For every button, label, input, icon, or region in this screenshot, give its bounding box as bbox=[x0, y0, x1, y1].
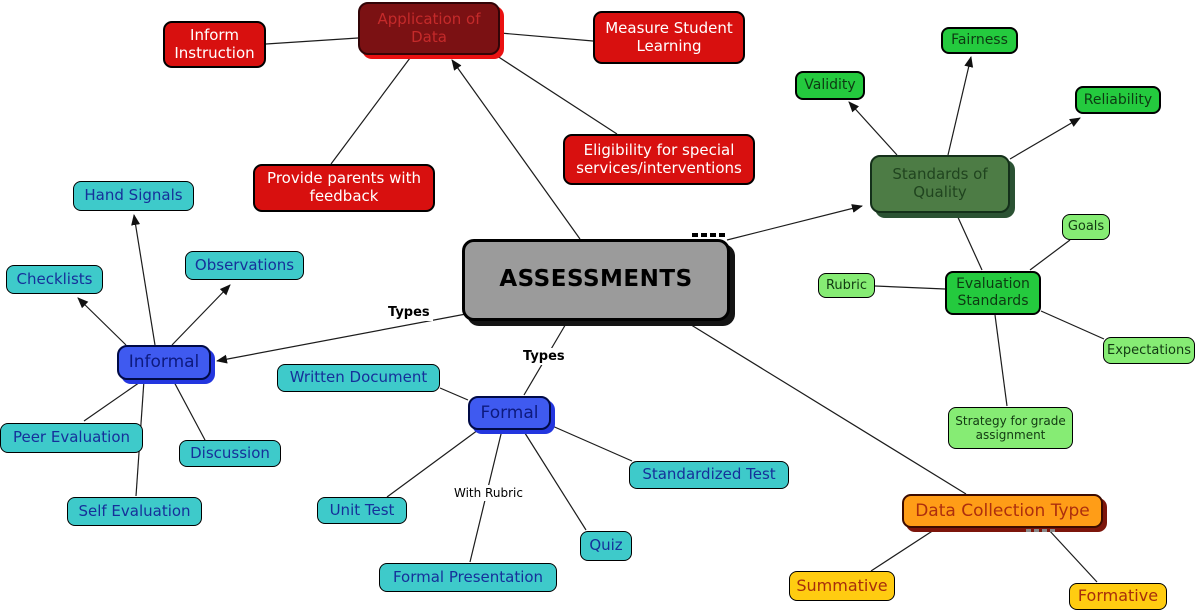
edge-informal-peer bbox=[83, 379, 144, 422]
node-written-document[interactable]: Written Document bbox=[277, 364, 440, 392]
edge-standards-validity bbox=[848, 101, 898, 156]
edge-application-inform bbox=[265, 37, 359, 45]
node-assessments[interactable]: ASSESSMENTS bbox=[462, 239, 730, 321]
edge-informal-observations bbox=[171, 284, 231, 346]
node-standards-of-quality[interactable]: Standards of Quality bbox=[870, 155, 1010, 213]
edge-standards-evaluation bbox=[955, 212, 983, 271]
node-expectations[interactable]: Expectations bbox=[1103, 337, 1195, 364]
node-formal[interactable]: Formal bbox=[468, 396, 551, 430]
edge-formal-quiz bbox=[522, 429, 587, 531]
node-provide-parents-feedback[interactable]: Provide parents with feedback bbox=[253, 164, 435, 212]
edge-standards-reliability bbox=[1009, 117, 1081, 160]
edge-evaluation-goals bbox=[1029, 239, 1071, 271]
edge-label-types-informal: Types bbox=[385, 304, 433, 321]
edge-informal-handsignals bbox=[131, 214, 156, 346]
node-inform-instruction[interactable]: Inform Instruction bbox=[163, 21, 266, 68]
edge-label-with-rubric: With Rubric bbox=[451, 485, 526, 501]
edge-application-provide bbox=[330, 53, 414, 165]
node-observations[interactable]: Observations bbox=[185, 251, 304, 280]
edge-formal-written bbox=[439, 387, 469, 401]
node-rubric[interactable]: Rubric bbox=[818, 273, 875, 298]
node-measure-student-learning[interactable]: Measure Student Learning bbox=[593, 11, 745, 64]
edge-datacollection-summative bbox=[870, 527, 938, 572]
node-validity[interactable]: Validity bbox=[795, 71, 865, 100]
node-formal-presentation[interactable]: Formal Presentation bbox=[379, 563, 557, 592]
assessments-link-dots bbox=[692, 233, 725, 237]
node-data-collection-type[interactable]: Data Collection Type bbox=[902, 494, 1103, 528]
edge-evaluation-strategy bbox=[994, 314, 1008, 407]
edge-label-types-formal: Types bbox=[520, 348, 568, 365]
node-fairness[interactable]: Fairness bbox=[941, 27, 1018, 54]
node-reliability[interactable]: Reliability bbox=[1075, 86, 1161, 114]
node-eligibility[interactable]: Eligibility for special services/interve… bbox=[563, 134, 755, 185]
node-goals[interactable]: Goals bbox=[1062, 214, 1110, 240]
edge-assessments-informal bbox=[216, 313, 467, 364]
node-strategy-grade-assignment[interactable]: Strategy for grade assignment bbox=[948, 407, 1073, 449]
edge-informal-checklists bbox=[77, 297, 127, 346]
edge-formal-unittest bbox=[386, 429, 479, 498]
node-evaluation-standards[interactable]: Evaluation Standards bbox=[945, 271, 1041, 315]
node-peer-evaluation[interactable]: Peer Evaluation bbox=[0, 423, 143, 453]
edge-formal-standardized bbox=[549, 424, 633, 462]
node-discussion[interactable]: Discussion bbox=[179, 440, 281, 467]
edge-evaluation-expectations bbox=[1040, 310, 1105, 340]
node-self-evaluation[interactable]: Self Evaluation bbox=[67, 497, 202, 526]
node-checklists[interactable]: Checklists bbox=[6, 265, 103, 294]
edge-application-eligibility bbox=[493, 53, 618, 135]
edge-assessments-datacollection bbox=[687, 322, 967, 495]
node-formative[interactable]: Formative bbox=[1069, 583, 1167, 610]
node-standardized-test[interactable]: Standardized Test bbox=[629, 461, 789, 489]
node-quiz[interactable]: Quiz bbox=[580, 531, 632, 561]
edge-standards-fairness bbox=[947, 56, 974, 156]
edge-evaluation-rubric bbox=[874, 285, 946, 290]
node-application-of-data[interactable]: Application of Data bbox=[358, 2, 500, 55]
edge-informal-discussion bbox=[172, 379, 206, 441]
edge-application-measure bbox=[499, 32, 594, 42]
edge-assessments-standards bbox=[726, 204, 863, 241]
edge-datacollection-formative bbox=[1047, 528, 1098, 583]
edge-assessments-application bbox=[451, 59, 581, 240]
node-informal[interactable]: Informal bbox=[117, 345, 211, 380]
node-hand-signals[interactable]: Hand Signals bbox=[73, 181, 194, 211]
data-collection-link-dots bbox=[1026, 529, 1055, 532]
node-summative[interactable]: Summative bbox=[789, 571, 895, 601]
node-unit-test[interactable]: Unit Test bbox=[317, 497, 407, 524]
